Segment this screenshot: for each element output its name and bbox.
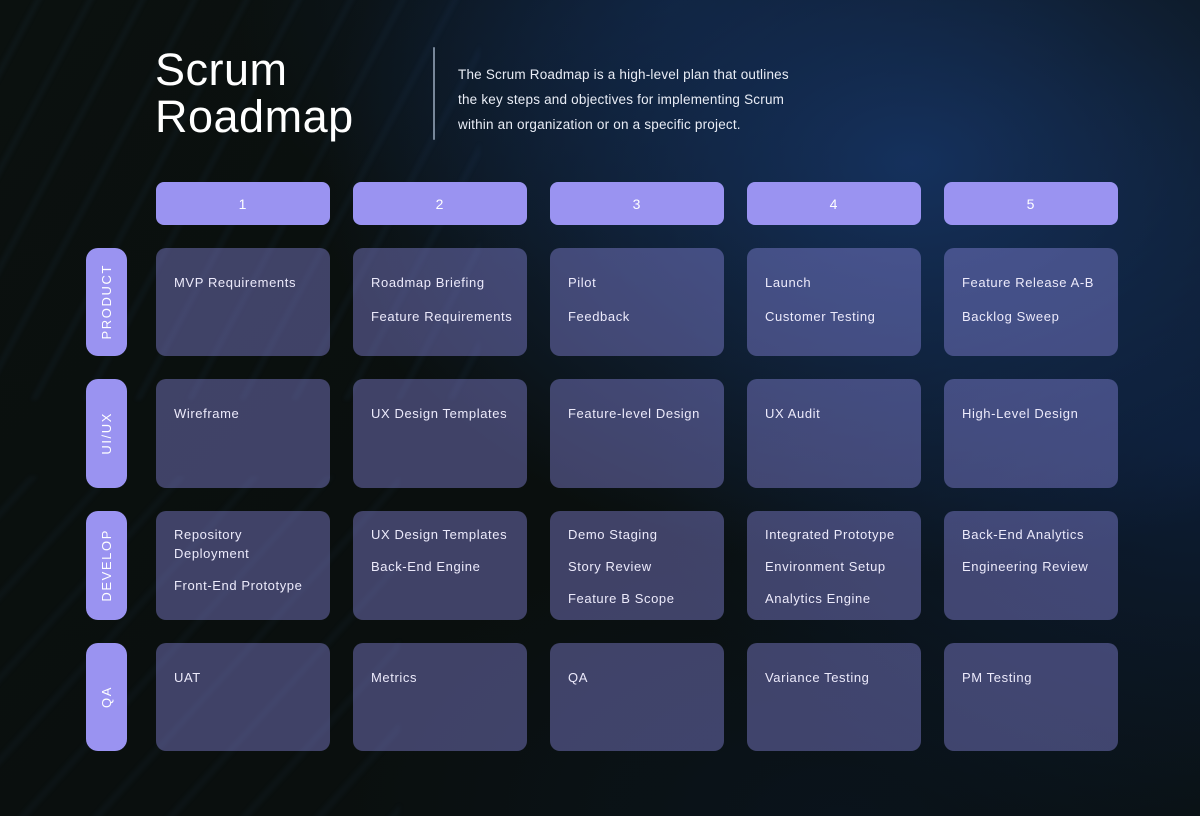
task-card: UAT — [156, 643, 330, 751]
task-card: UX Audit — [747, 379, 921, 488]
task-label: Launch — [765, 275, 812, 290]
task-label: Roadmap Briefing — [371, 275, 485, 290]
column-header-5: 5 — [944, 182, 1118, 225]
task-card: Launch Customer Testing — [747, 248, 921, 356]
task-label: UX Design Templates — [371, 406, 508, 421]
row-label-qa: QA — [86, 643, 127, 751]
task-card: UX Design Templates Back-End Engine — [353, 511, 527, 620]
title-divider — [433, 47, 435, 140]
title-line-2: Roadmap — [155, 91, 354, 142]
row-label-uiux: UI/UX — [86, 379, 127, 488]
task-label: Backlog Sweep — [962, 309, 1060, 324]
column-header-2: 2 — [353, 182, 527, 225]
task-label: QA — [568, 670, 588, 685]
task-label: High-Level Design — [962, 406, 1079, 421]
description-line: within an organization or on a specific … — [458, 117, 741, 132]
task-card: Wireframe — [156, 379, 330, 488]
task-label: Back-End Engine — [371, 559, 481, 574]
task-card: Demo Staging Story Review Feature B Scop… — [550, 511, 724, 620]
task-card: Feature-level Design — [550, 379, 724, 488]
task-label: Wireframe — [174, 406, 240, 421]
task-label: Feature B Scope — [568, 591, 675, 606]
task-label: Variance Testing — [765, 670, 870, 685]
task-label: Feedback — [568, 309, 630, 324]
task-card: Integrated Prototype Environment Setup A… — [747, 511, 921, 620]
task-card: QA — [550, 643, 724, 751]
task-label: Feature-level Design — [568, 406, 700, 421]
task-card: PM Testing — [944, 643, 1118, 751]
column-header-1: 1 — [156, 182, 330, 225]
column-header-4: 4 — [747, 182, 921, 225]
task-card: Feature Release A-B Backlog Sweep — [944, 248, 1118, 356]
grid-corner-spacer — [86, 182, 133, 225]
column-header-3: 3 — [550, 182, 724, 225]
task-label: Repository Deployment — [174, 527, 250, 561]
task-label: Story Review — [568, 559, 652, 574]
task-label: Feature Release A-B — [962, 275, 1095, 290]
task-label: Analytics Engine — [765, 591, 871, 606]
task-card: MVP Requirements — [156, 248, 330, 356]
row-label-product: PRODUCT — [86, 248, 127, 356]
task-label: PM Testing — [962, 670, 1033, 685]
task-label: Front-End Prototype — [174, 578, 303, 593]
task-card: Back-End Analytics Engineering Review — [944, 511, 1118, 620]
task-label: Engineering Review — [962, 559, 1089, 574]
task-label: UX Design Templates — [371, 527, 508, 542]
task-label: UAT — [174, 670, 201, 685]
task-label: Demo Staging — [568, 527, 658, 542]
page-description: The Scrum Roadmap is a high-level plan t… — [458, 62, 789, 137]
task-label: Environment Setup — [765, 559, 886, 574]
task-label: UX Audit — [765, 406, 821, 421]
task-label: Feature Requirements — [371, 309, 513, 324]
title-line-1: Scrum — [155, 44, 288, 95]
row-label-develop: DEVELOP — [86, 511, 127, 620]
task-label: Metrics — [371, 670, 418, 685]
task-card: Metrics — [353, 643, 527, 751]
task-label: Integrated Prototype — [765, 527, 895, 542]
description-line: The Scrum Roadmap is a high-level plan t… — [458, 67, 789, 82]
task-card: Variance Testing — [747, 643, 921, 751]
task-label: MVP Requirements — [174, 275, 297, 290]
description-line: the key steps and objectives for impleme… — [458, 92, 785, 107]
task-card: UX Design Templates — [353, 379, 527, 488]
task-label: Customer Testing — [765, 309, 876, 324]
task-card: High-Level Design — [944, 379, 1118, 488]
task-card: Repository Deployment Front-End Prototyp… — [156, 511, 330, 620]
task-label: Pilot — [568, 275, 597, 290]
roadmap-grid: 1 2 3 4 5 PRODUCT MVP Requirements Roadm… — [86, 182, 1118, 751]
task-label: Back-End Analytics — [962, 527, 1085, 542]
task-card: Pilot Feedback — [550, 248, 724, 356]
task-card: Roadmap Briefing Feature Requirements — [353, 248, 527, 356]
